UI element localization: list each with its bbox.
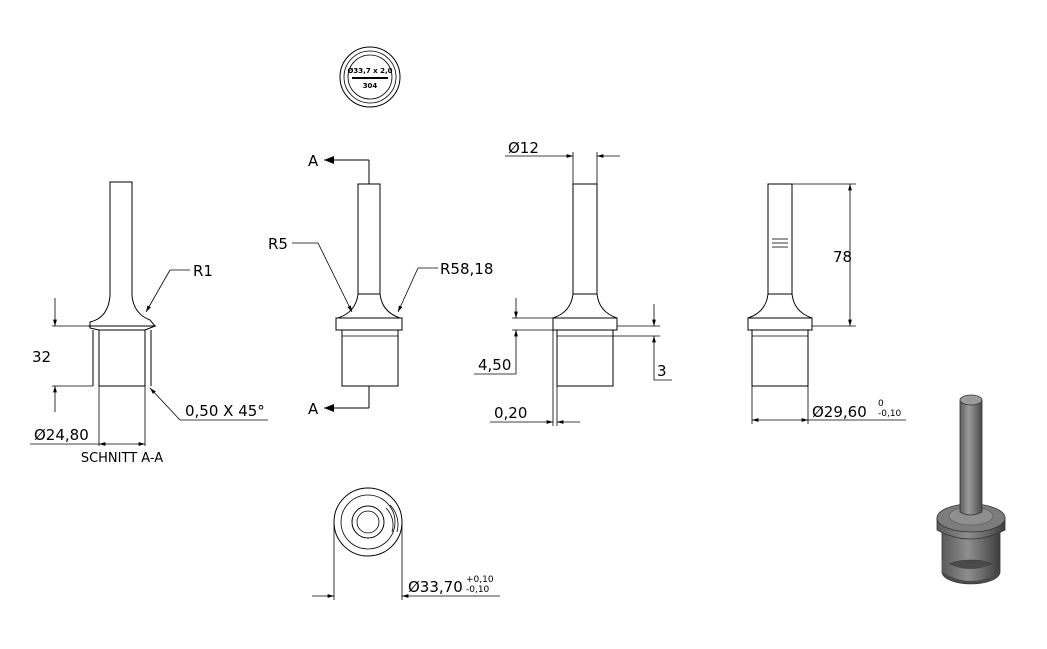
front-view: A A R5 R58,18 [268,152,493,418]
engraving-material: 304 [363,82,378,90]
right-view: 78 Ø29,60 0 -0,10 [747,183,906,424]
flange-tol-upper: +0,10 [466,575,494,585]
body-diameter-label: Ø29,60 [812,403,867,421]
top-view: Ø33,7 x 2,0 304 [339,46,401,108]
side-view: Ø12 4,50 3 0,20 [474,139,672,426]
cut-label-bottom: A [308,400,319,418]
body-tol-lower: -0,10 [878,409,902,419]
cut-label-top: A [308,152,319,170]
section-diameter-label: Ø24,80 [34,426,89,444]
h450-label: 4,50 [478,356,511,374]
section-height-label: 32 [32,348,51,366]
body-tol-upper: 0 [878,399,884,409]
h3-label: 3 [657,362,667,380]
r5-label: R5 [268,235,288,253]
section-caption: SCHNITT A-A [81,451,163,466]
bottom-view: Ø33,70 +0,10 -0,10 [312,487,500,600]
flange-diameter-label: Ø33,70 [408,578,463,596]
section-r1-label: R1 [193,262,213,280]
length-label: 78 [833,248,852,266]
section-chamfer-label: 0,50 X 45° [185,402,265,420]
isometric-view [936,394,1006,585]
engraving-size: Ø33,7 x 2,0 [347,67,392,75]
section-view: R1 32 Ø24,80 SCHNITT A-A 0,50 X 45° [30,181,268,466]
r58-label: R58,18 [440,260,493,278]
flange-tol-lower: -0,10 [466,585,490,595]
w020-label: 0,20 [494,404,527,422]
shaft-diameter-label: Ø12 [508,139,539,157]
